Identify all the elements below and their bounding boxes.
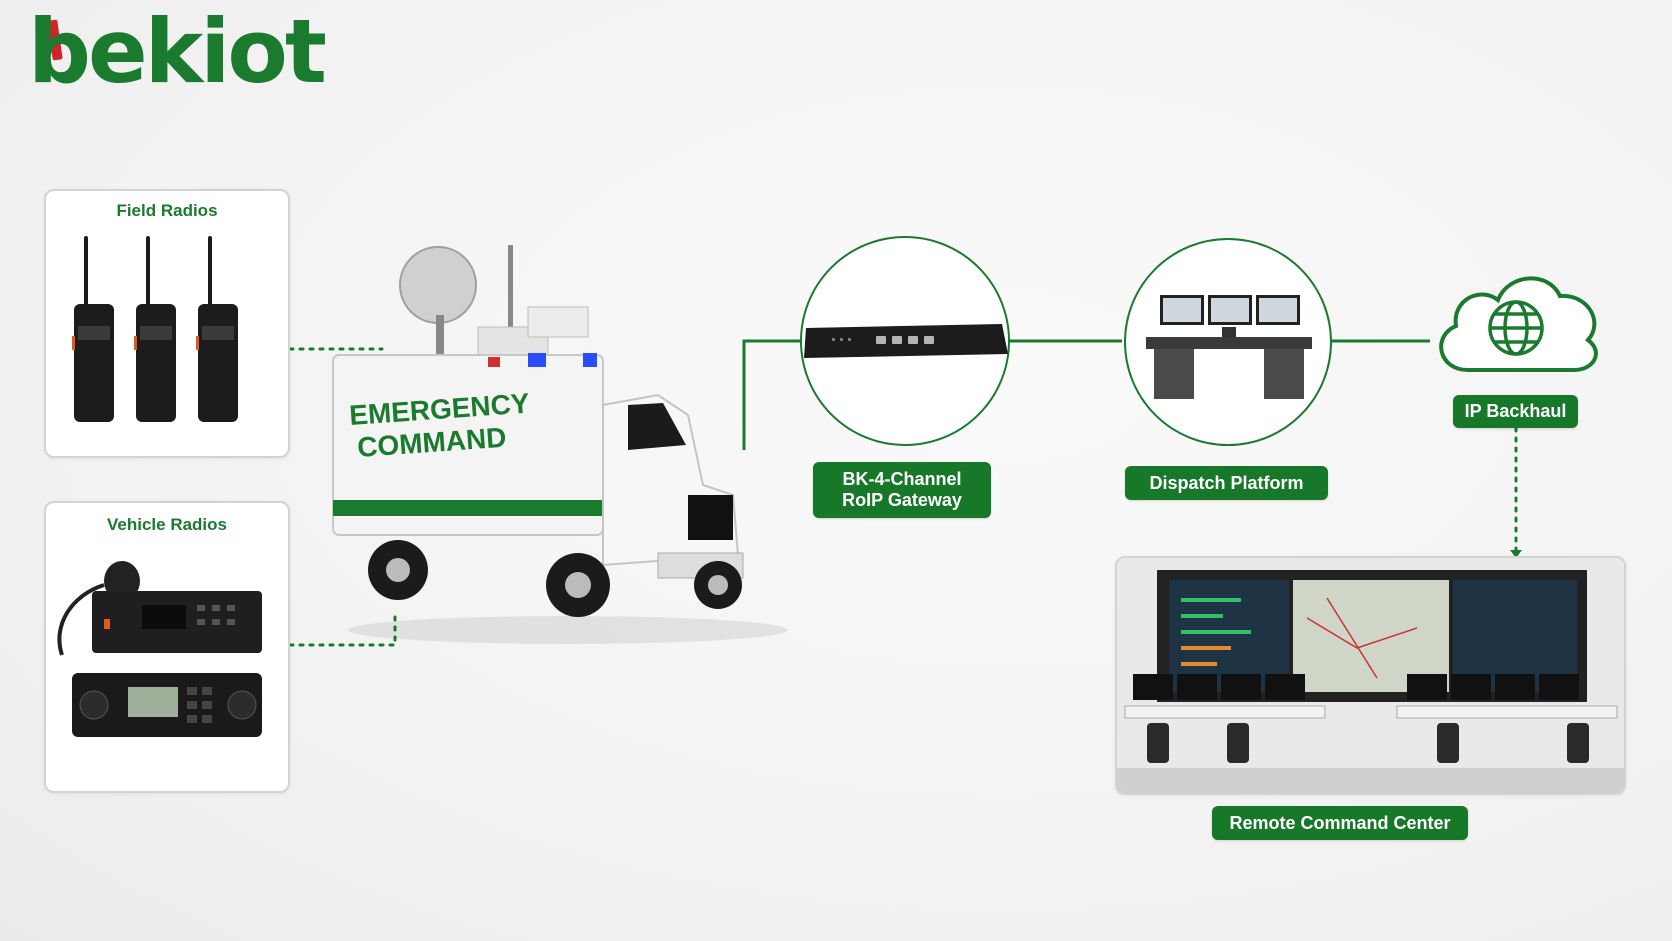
field-radios-panel: Field Radios bbox=[44, 189, 290, 458]
satellite-dish-icon bbox=[399, 246, 477, 324]
dispatch-desk-icon bbox=[1146, 295, 1312, 399]
handheld-radios-icon bbox=[72, 236, 238, 422]
control-room-icon bbox=[1117, 558, 1624, 793]
mobile-radios-icon bbox=[57, 561, 262, 737]
gateway-circle bbox=[800, 236, 1010, 446]
gateway-label-line1: BK-4-Channel bbox=[842, 469, 962, 490]
gateway-label: BK-4-Channel RoIP Gateway bbox=[813, 462, 991, 518]
backhaul-label: IP Backhaul bbox=[1453, 395, 1578, 428]
vehicle-radios-title: Vehicle Radios bbox=[107, 515, 227, 534]
cloud-globe-icon bbox=[1439, 276, 1598, 372]
logo-text: bekiot bbox=[28, 0, 327, 103]
dispatch-label: Dispatch Platform bbox=[1125, 466, 1328, 500]
roip-gateway-device-icon bbox=[804, 324, 1008, 358]
gateway-label-line2: RoIP Gateway bbox=[842, 490, 962, 510]
dispatch-circle bbox=[1124, 238, 1332, 446]
bekiot-logo: bekiot bbox=[28, 8, 348, 114]
field-radios-title: Field Radios bbox=[116, 201, 218, 220]
vehicle-radios-panel: Vehicle Radios bbox=[44, 501, 290, 793]
remote-command-center-label: Remote Command Center bbox=[1212, 806, 1468, 840]
remote-command-center-image bbox=[1115, 556, 1626, 795]
globe-icon bbox=[1488, 300, 1544, 356]
emergency-command-truck: EMERGENCY COMMAND bbox=[332, 245, 788, 644]
